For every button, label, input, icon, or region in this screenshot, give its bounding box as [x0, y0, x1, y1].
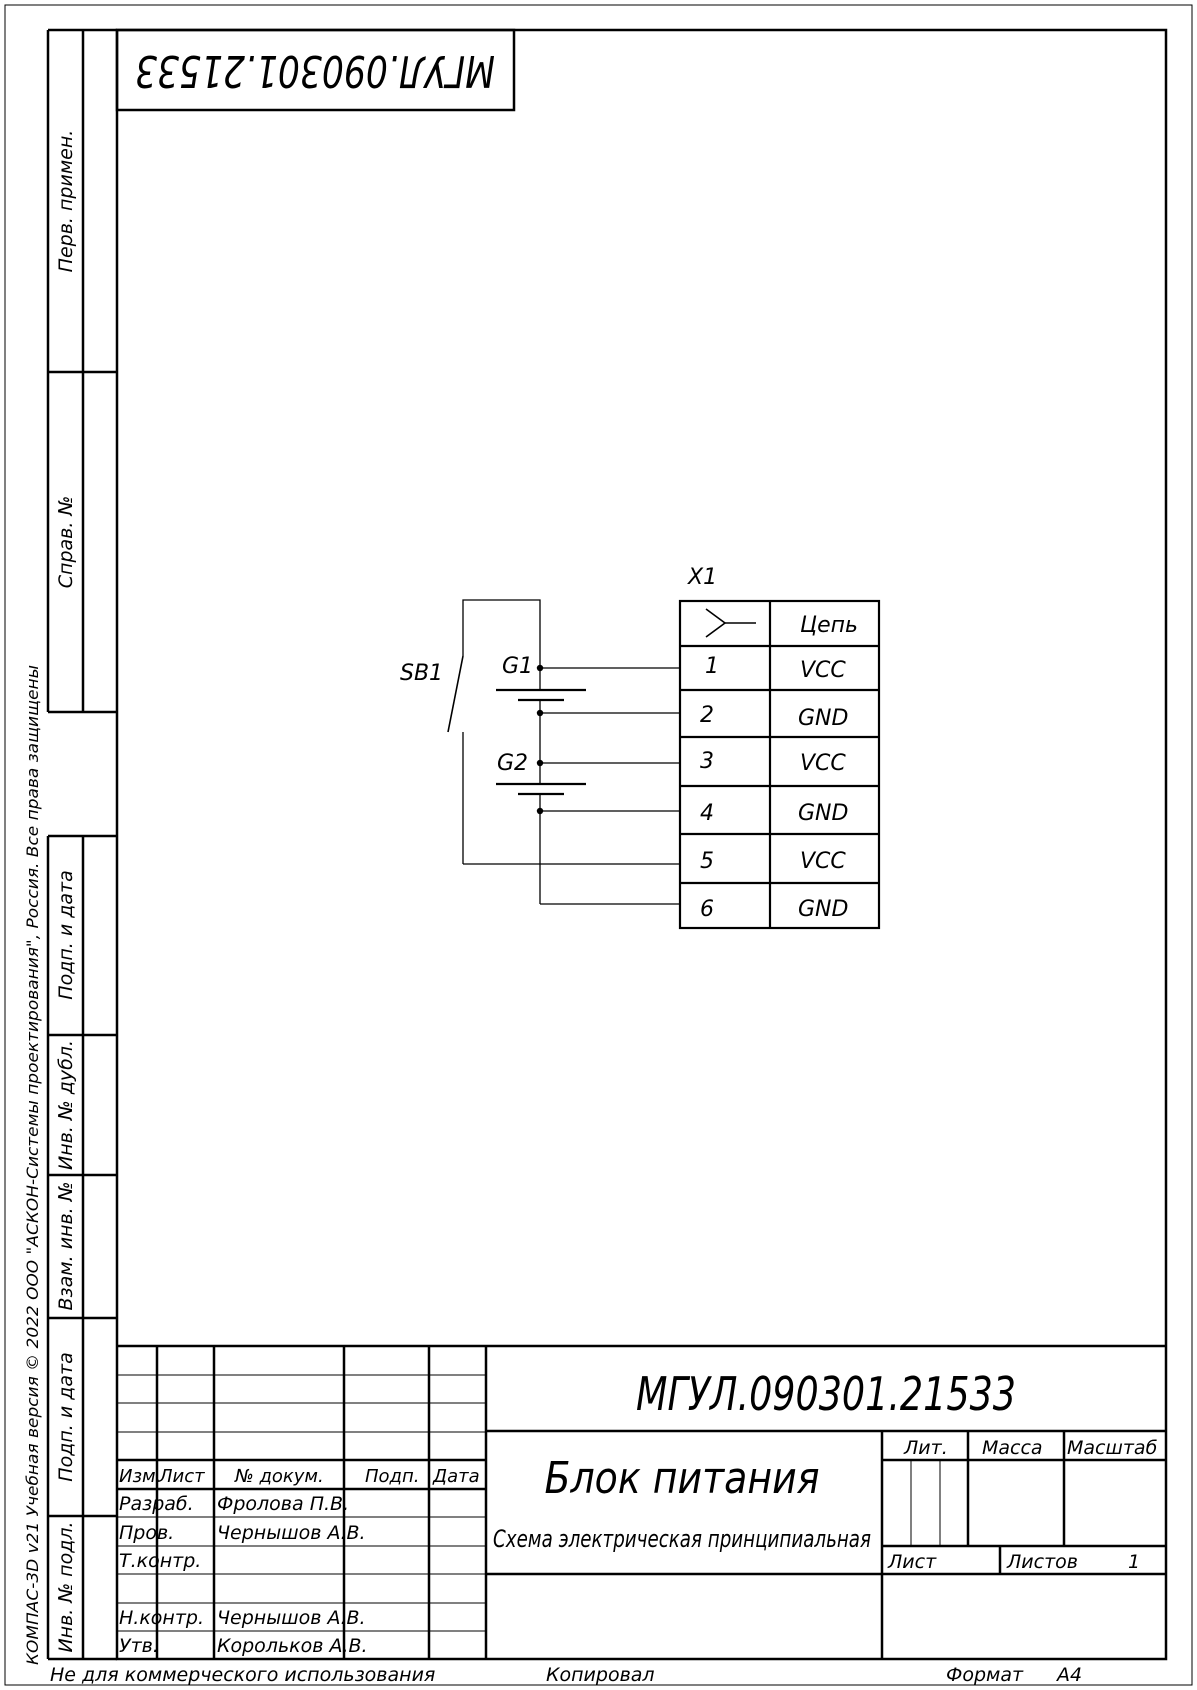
col-list: Лист: [158, 1466, 205, 1487]
role-prov: Пров.: [119, 1522, 174, 1544]
pin-net: GND: [798, 706, 848, 731]
drawing-frame: [115, 28, 1168, 1661]
col-data: Дата: [432, 1466, 480, 1487]
top-designation-text: МГУЛ.090301.21533: [135, 45, 495, 96]
software-copyright-vertical: КОМПАС-3D v21 Учебная версия © 2022 ООО …: [23, 665, 42, 1665]
kopiroval-label: Копировал: [546, 1664, 655, 1686]
side-label-podp-data-1: Подп. и дата: [55, 870, 77, 999]
connector-header-net: Цепь: [800, 613, 858, 638]
role-razrab: Разраб.: [119, 1493, 194, 1515]
side-label-sprav-no: Справ. №: [55, 496, 77, 588]
massa-label: Масса: [982, 1437, 1043, 1459]
side-label-inv-dubl: Инв. № дубл.: [55, 1040, 77, 1170]
pin-net: VCC: [800, 849, 846, 874]
battery-g1-label: G1: [502, 654, 533, 679]
masshtab-label: Масштаб: [1067, 1437, 1158, 1459]
document-title: Блок питания: [545, 1453, 820, 1504]
listov-label: Листов: [1006, 1551, 1078, 1573]
noncommercial-note: Не для коммерческого использования: [50, 1664, 435, 1686]
pin-number: 4: [700, 801, 714, 826]
side-label-inv-podl: Инв. № подл.: [55, 1521, 77, 1652]
battery-g2-label: G2: [497, 751, 528, 776]
wire-switch-top: [462, 599, 541, 668]
sheet-outer-border: [4, 4, 1193, 1686]
designation: МГУЛ.090301.21533: [636, 1367, 1016, 1421]
connector-pins: 1 VCC 2 GND 3 VCC 4 GND 5 VCC 6 GND: [700, 654, 848, 922]
col-izm: Изм.: [119, 1466, 161, 1487]
pin-number: 5: [700, 849, 714, 874]
side-strip: [46, 28, 117, 1661]
format-label: Формат: [946, 1664, 1024, 1686]
list-label: Лист: [887, 1551, 937, 1573]
connector-label: X1: [687, 565, 717, 590]
pin-net: GND: [798, 801, 848, 826]
format-value: А4: [1055, 1664, 1082, 1686]
connector-socket-icon: [705, 608, 756, 638]
side-label-vzam-inv: Взам. инв. №: [55, 1181, 77, 1310]
role-nkontr: Н.контр.: [119, 1607, 204, 1629]
listov-value: 1: [1128, 1551, 1140, 1573]
col-podp: Подп.: [365, 1466, 419, 1487]
name-utv: Корольков А.В.: [217, 1635, 368, 1657]
switch-blade: [447, 655, 464, 733]
pin-net: GND: [798, 897, 848, 922]
junction-dots: [536, 664, 544, 815]
lit-label: Лит.: [903, 1437, 948, 1459]
document-subtitle: Схема электрическая принципиальная: [493, 1525, 871, 1553]
top-designation-box: МГУЛ.090301.21533: [115, 28, 516, 112]
schematic: [447, 599, 680, 905]
name-prov: Чернышов А.В.: [217, 1522, 366, 1544]
connector-table: [678, 599, 881, 930]
pin-number: 1: [705, 654, 719, 679]
pin-number: 3: [700, 749, 714, 774]
role-tkontr: Т.контр.: [119, 1550, 201, 1572]
pin-number: 6: [700, 897, 714, 922]
title-block-frame: [117, 1344, 1166, 1659]
side-label-perv-primen: Перв. примен.: [55, 130, 77, 273]
pin-net: VCC: [800, 658, 846, 683]
pin-net: VCC: [800, 751, 846, 776]
side-label-podp-data-2: Подп. и дата: [55, 1352, 77, 1481]
col-docum: № докум.: [234, 1466, 324, 1487]
switch-label: SB1: [400, 661, 443, 686]
name-razrab: Фролова П.В.: [217, 1493, 349, 1515]
pin-number: 2: [700, 703, 714, 728]
role-utv: Утв.: [119, 1635, 159, 1657]
name-nkontr: Чернышов А.В.: [217, 1607, 366, 1629]
